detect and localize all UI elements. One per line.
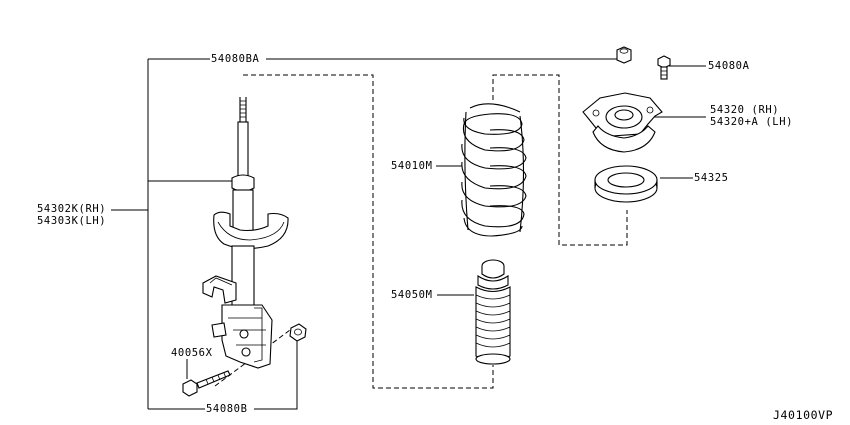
spring-seat xyxy=(213,211,289,250)
dashed-assembly-spring xyxy=(492,74,628,246)
bump-stop-boot xyxy=(475,259,511,365)
leader-54080BA-right xyxy=(266,52,625,60)
label-40056X: 40056X xyxy=(171,347,213,359)
label-54080A: 54080A xyxy=(708,60,750,72)
label-54320-rh: 54320 (RH) xyxy=(710,104,780,116)
label-54080BA: 54080BA xyxy=(211,53,260,65)
mount-bearing xyxy=(594,165,658,203)
label-54303K: 54303K(LH) xyxy=(37,215,107,227)
nut-54080BA xyxy=(616,46,632,64)
nut-54080B xyxy=(289,323,307,342)
bracket-hole-upper xyxy=(239,329,249,339)
dashed-assembly-boot xyxy=(243,74,494,389)
label-54010M: 54010M xyxy=(391,160,433,172)
strut-rod xyxy=(237,121,249,177)
bracket-tab xyxy=(211,322,227,338)
label-54050M: 54050M xyxy=(391,289,433,301)
label-54325: 54325 xyxy=(694,172,729,184)
bolt-54080A xyxy=(657,55,671,80)
label-54080B: 54080B xyxy=(206,403,248,415)
bracket-hole-lower xyxy=(241,347,251,357)
strut-assembly xyxy=(202,97,289,369)
coil-spring xyxy=(461,103,527,237)
label-54320-lh: 54320+A (LH) xyxy=(710,116,794,128)
label-54302K: 54302K(RH) xyxy=(37,203,107,215)
figure-code: J40100VP xyxy=(773,408,834,422)
bolt-40056X xyxy=(182,370,231,397)
strut-mount xyxy=(582,92,663,153)
hose-bracket xyxy=(202,275,237,304)
leader-54080B-right xyxy=(254,338,298,410)
strut-cap xyxy=(231,174,255,192)
